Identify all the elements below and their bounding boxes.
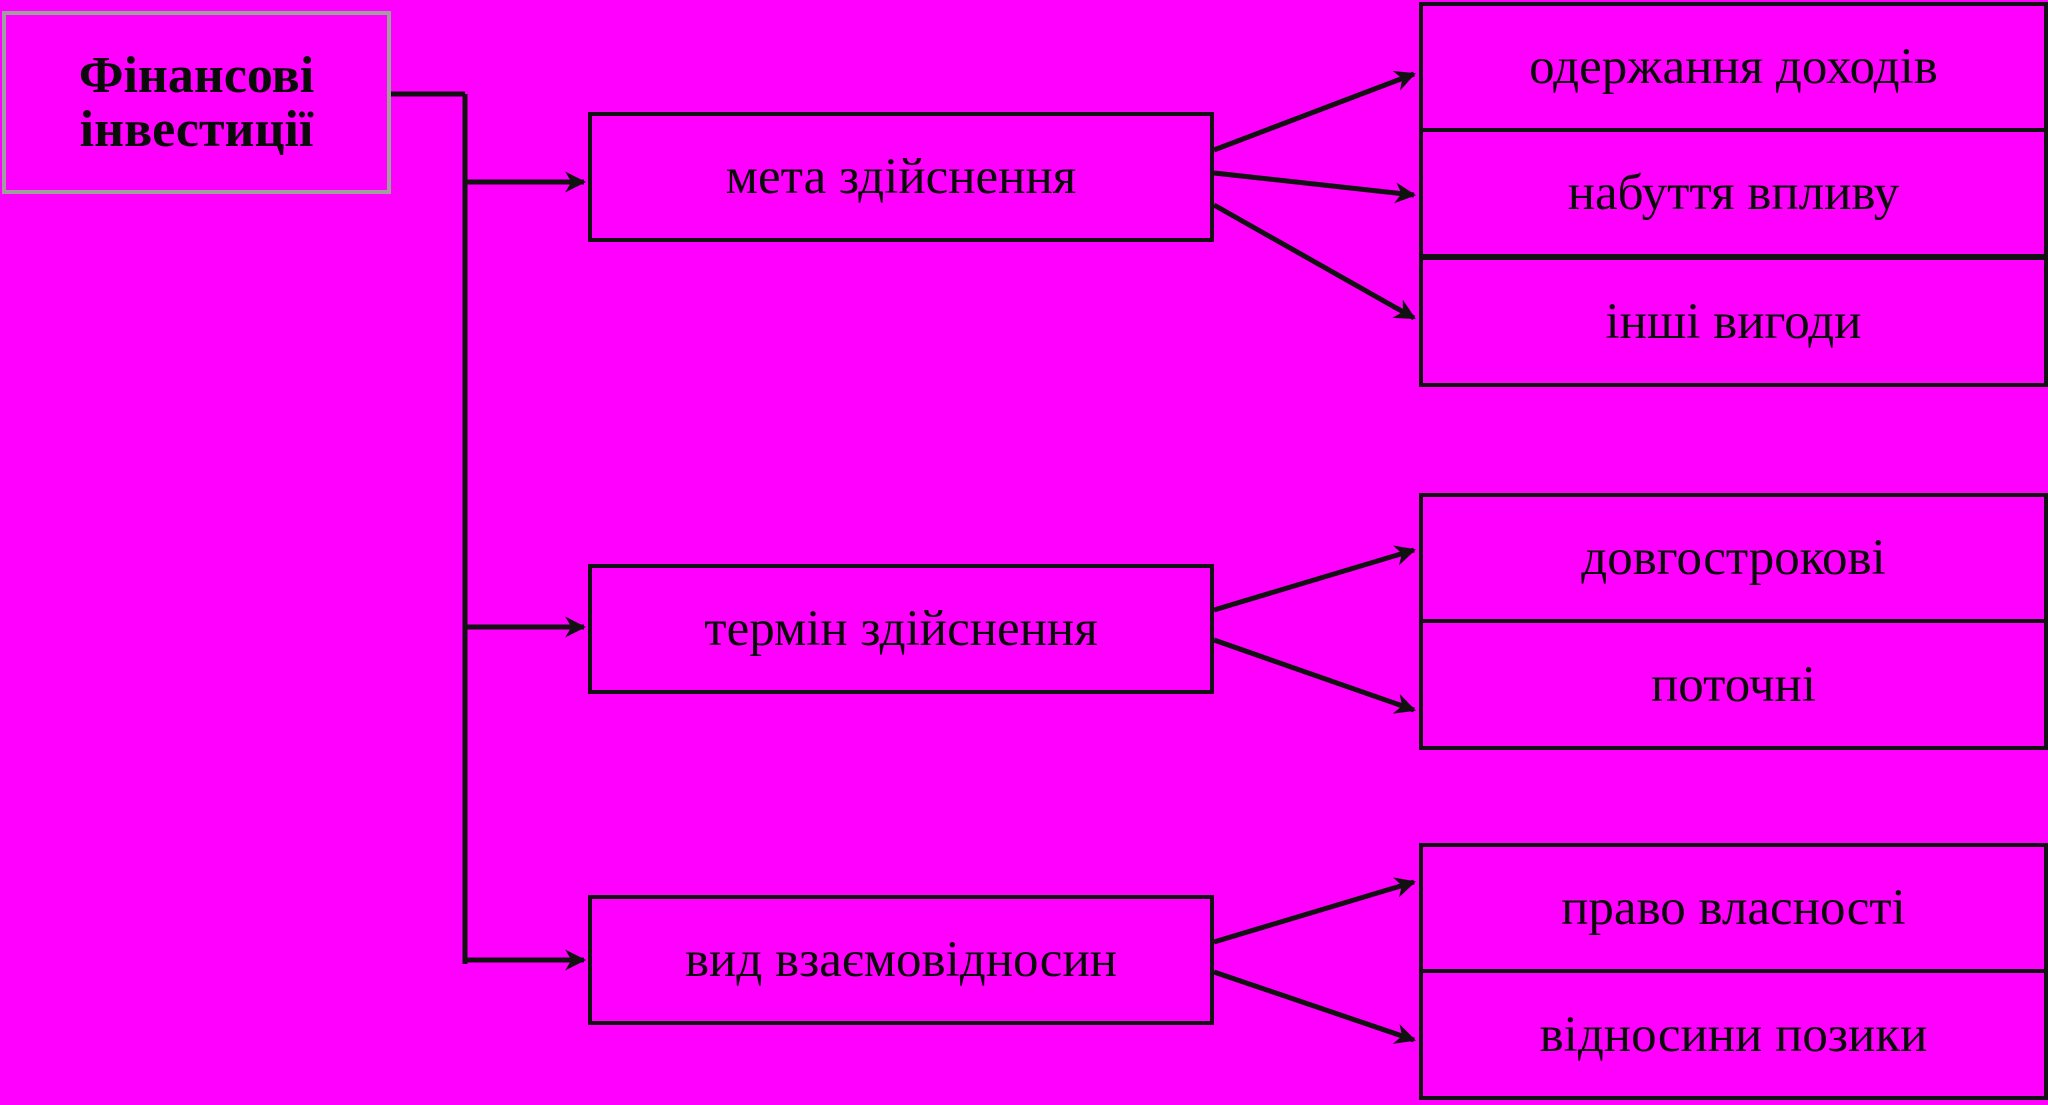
root-label-line-1: Фінансові — [78, 46, 315, 104]
leaf-other-benefits: інші вигоди — [1419, 256, 2048, 387]
leaf-ownership-label: право власності — [1561, 880, 1906, 936]
leaf-long-term-label: довгострокові — [1581, 530, 1886, 586]
arrow-to-leaf-5 — [1213, 637, 1416, 714]
category-term: термін здійснення — [588, 564, 1214, 694]
leaf-ownership: право власності — [1419, 843, 2048, 973]
arrow-to-leaf-1 — [1213, 70, 1416, 153]
leaf-income: одержання доходів — [1419, 2, 2048, 132]
root-label: Фінансові інвестиції — [78, 46, 315, 158]
category-purpose: мета здійснення — [588, 112, 1214, 242]
arrow-to-leaf-3 — [1212, 202, 1416, 321]
arrow-to-leaf-4 — [1213, 545, 1417, 613]
leaf-long-term: довгострокові — [1419, 493, 2048, 623]
leaf-current: поточні — [1419, 619, 2048, 750]
category-relationship-label: вид взаємовідносин — [684, 932, 1118, 988]
leaf-loan-relations-label: відносини позики — [1539, 1006, 1928, 1063]
root-label-line-2: інвестиції — [79, 100, 314, 158]
leaf-influence: набуття впливу — [1419, 128, 2048, 258]
leaf-influence-label: набуття впливу — [1567, 165, 1900, 221]
arrow-to-leaf-6 — [1213, 877, 1417, 945]
arrow-to-leaf-2 — [1213, 170, 1417, 204]
category-term-label: термін здійснення — [704, 601, 1098, 657]
arrow-to-leaf-7 — [1213, 969, 1416, 1044]
leaf-current-label: поточні — [1650, 656, 1817, 713]
category-purpose-label: мета здійснення — [725, 149, 1077, 205]
category-relationship: вид взаємовідносин — [588, 895, 1214, 1025]
leaf-loan-relations: відносини позики — [1419, 969, 2048, 1100]
root-node: Фінансові інвестиції — [2, 11, 391, 194]
leaf-income-label: одержання доходів — [1529, 39, 1938, 95]
leaf-other-benefits-label: інші вигоди — [1605, 293, 1862, 350]
